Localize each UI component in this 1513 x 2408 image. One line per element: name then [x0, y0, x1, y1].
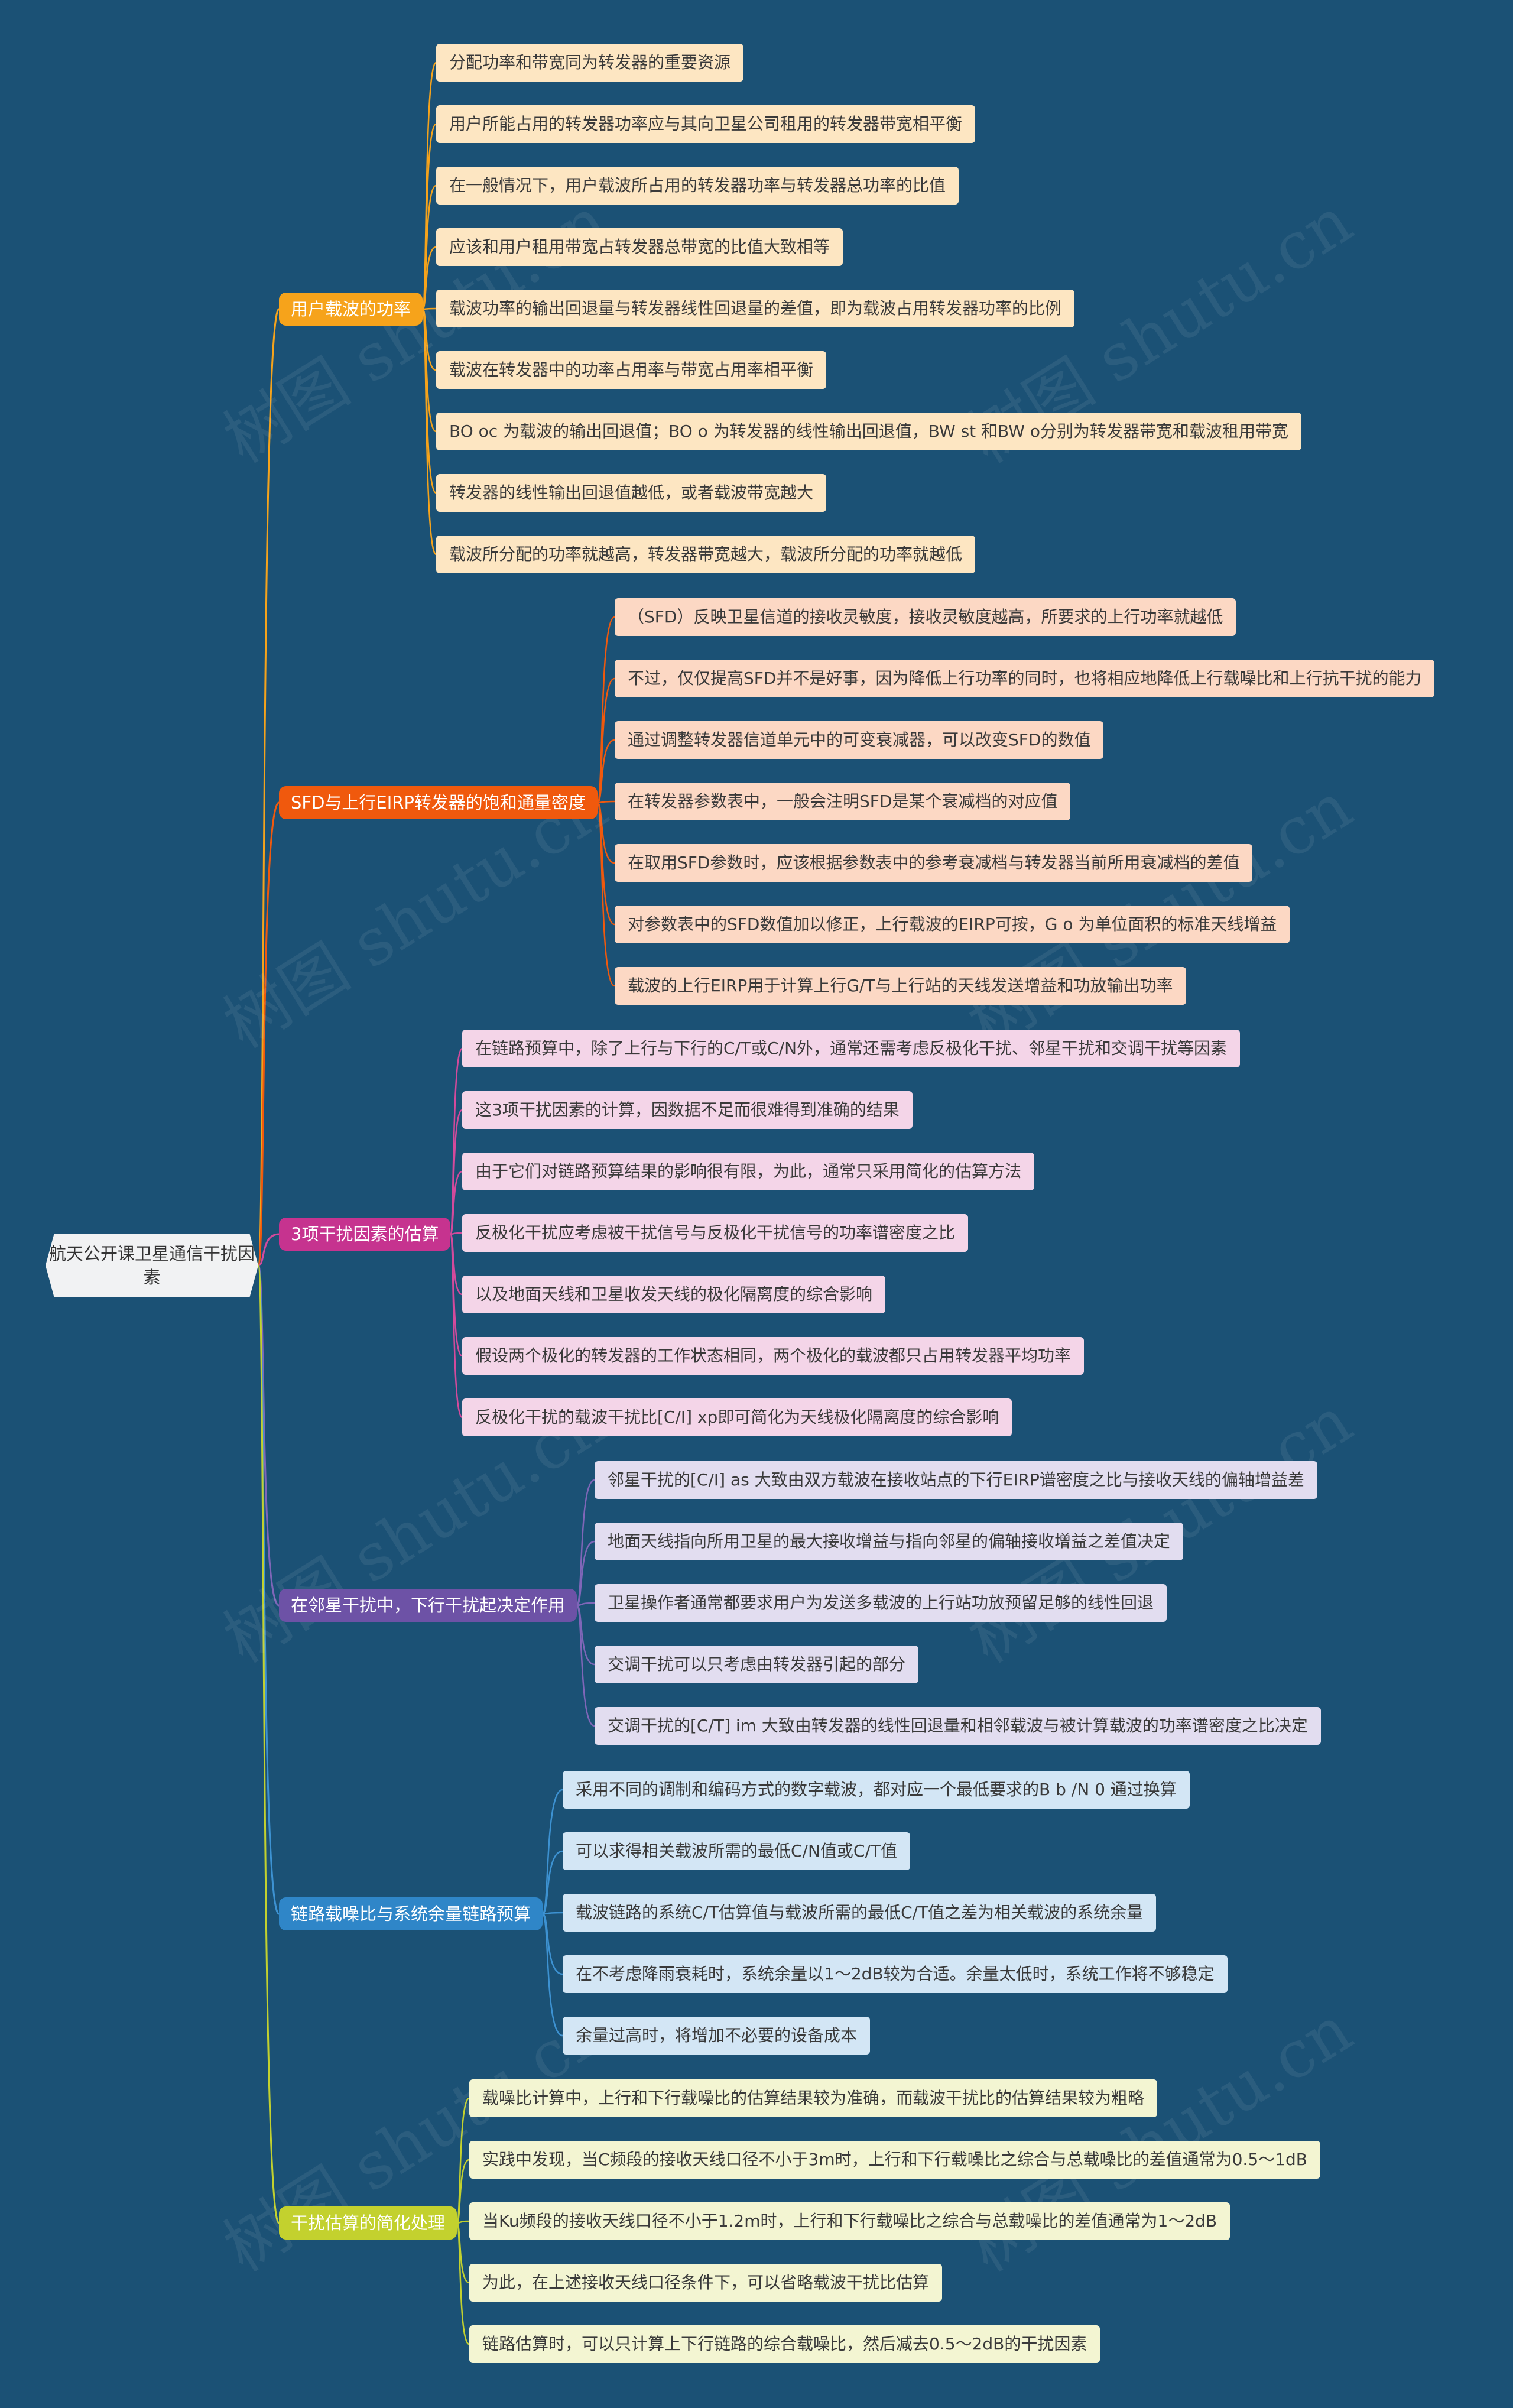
- branch-label: 用户载波的功率: [291, 299, 411, 319]
- leaf-node[interactable]: 交调干扰的[C/T] im 大致由转发器的线性回退量和相邻载波与被计算载波的功率…: [595, 1707, 1321, 1745]
- leaf-node[interactable]: 这3项干扰因素的计算，因数据不足而很难得到准确的结果: [462, 1091, 913, 1129]
- leaf-node[interactable]: 转发器的线性输出回退值越低，或者载波带宽越大: [436, 474, 827, 512]
- root-topic[interactable]: 航天公开课卫星通信干扰因素: [46, 1234, 258, 1297]
- root-topic-label: 航天公开课卫星通信干扰因素: [48, 1244, 255, 1287]
- connector-line: [456, 2159, 470, 2224]
- connector-line: [258, 1233, 280, 1267]
- leaf-node[interactable]: 交调干扰可以只考虑由转发器引起的部分: [595, 1646, 919, 1683]
- leaf-node[interactable]: 在链路预算中，除了上行与下行的C/T或C/N外，通常还需考虑反极化干扰、邻星干扰…: [462, 1030, 1241, 1067]
- leaf-node[interactable]: 可以求得相关载波所需的最低C/N值或C/T值: [563, 1832, 911, 1870]
- leaf-node[interactable]: 载噪比计算中，上行和下行载噪比的估算结果较为准确，而载波干扰比的估算结果较为粗略: [469, 2079, 1158, 2117]
- branch-label: 在邻星干扰中，下行干扰起决定作用: [291, 1595, 566, 1615]
- connector-line: [596, 739, 615, 804]
- leaf-node[interactable]: 卫星操作者通常都要求用户为发送多载波的上行站功放预留足够的线性回退: [595, 1584, 1167, 1622]
- leaf-node[interactable]: 在转发器参数表中，一般会注明SFD是某个衰减档的对应值: [615, 783, 1071, 820]
- branch-sfd-uplink-eirp[interactable]: SFD与上行EIRP转发器的饱和通量密度: [279, 786, 598, 819]
- leaf-node[interactable]: 假设两个极化的转发器的工作状态相同，两个极化的载波都只占用转发器平均功率: [462, 1337, 1085, 1375]
- leaf-node[interactable]: 在一般情况下，用户载波所占用的转发器功率与转发器总功率的比值: [436, 167, 959, 205]
- leaf-node[interactable]: 邻星干扰的[C/I] as 大致由双方载波在接收站点的下行EIRP谱密度之比与接…: [595, 1461, 1317, 1499]
- leaf-node[interactable]: 为此，在上述接收天线口径条件下，可以省略载波干扰比估算: [469, 2264, 943, 2302]
- leaf-node[interactable]: 当Ku频段的接收天线口径不小于1.2m时，上行和下行载噪比之综合与总载噪比的差值…: [469, 2202, 1230, 2240]
- leaf-node[interactable]: （SFD）反映卫星信道的接收灵敏度，接收灵敏度越高，所要求的上行功率就越低: [615, 598, 1236, 636]
- leaf-node[interactable]: 载波的上行EIRP用于计算上行G/T与上行站的天线发送增益和功放输出功率: [615, 967, 1186, 1005]
- leaf-node[interactable]: 反极化干扰的载波干扰比[C/I] xp即可简化为天线极化隔离度的综合影响: [462, 1398, 1012, 1436]
- leaf-node[interactable]: 载波链路的系统C/T估算值与载波所需的最低C/T值之差为相关载波的系统余量: [563, 1894, 1157, 1932]
- connector-line: [421, 246, 437, 310]
- connector-line: [450, 1232, 463, 1235]
- connector-line: [257, 801, 280, 1267]
- leaf-node[interactable]: 实践中发现，当C频段的接收天线口径不小于3m时，上行和下行载噪比之综合与总载噪比…: [469, 2141, 1320, 2179]
- connector-line: [542, 1850, 563, 1915]
- connector-line: [421, 308, 437, 556]
- leaf-node[interactable]: 应该和用户租用带宽占转发器总带宽的比值大致相等: [436, 228, 843, 266]
- leaf-node[interactable]: 分配功率和带宽同为转发器的重要资源: [436, 44, 744, 82]
- connector-line: [596, 801, 615, 987]
- connector-line: [257, 308, 280, 1267]
- leaf-node[interactable]: 地面天线指向所用卫星的最大接收增益与指向邻星的偏轴接收增益之差值决定: [595, 1523, 1184, 1560]
- leaf-node[interactable]: 由于它们对链路预算结果的影响很有限，为此，通常只采用简化的估算方法: [462, 1153, 1035, 1190]
- leaf-node[interactable]: 通过调整转发器信道单元中的可变衰减器，可以改变SFD的数值: [615, 721, 1104, 759]
- connector-line: [456, 2220, 470, 2224]
- leaf-node[interactable]: 用户所能占用的转发器功率应与其向卫星公司租用的转发器带宽相平衡: [436, 105, 976, 143]
- leaf-node[interactable]: 以及地面天线和卫星收发天线的极化隔离度的综合影响: [462, 1276, 886, 1313]
- leaf-node[interactable]: 在取用SFD参数时，应该根据参数表中的参考衰减档与转发器当前所用衰减档的差值: [615, 844, 1253, 882]
- branch-label: 3项干扰因素的估算: [291, 1224, 439, 1244]
- branch-link-cn-system-margin[interactable]: 链路载噪比与系统余量链路预算: [279, 1897, 543, 1930]
- leaf-node[interactable]: 反极化干扰应考虑被干扰信号与反极化干扰信号的功率谱密度之比: [462, 1214, 969, 1252]
- branch-simplified-interference-estimate[interactable]: 干扰估算的简化处理: [279, 2206, 457, 2240]
- leaf-node[interactable]: 链路估算时，可以只计算上下行链路的综合载噪比，然后减去0.5～2dB的干扰因素: [469, 2325, 1100, 2363]
- leaf-node[interactable]: 载波所分配的功率就越高，转发器带宽越大，载波所分配的功率就越低: [436, 536, 976, 573]
- connector-line: [257, 1264, 280, 2224]
- connector-line: [542, 1912, 563, 1915]
- branch-label: 干扰估算的简化处理: [291, 2213, 446, 2233]
- connector-line: [597, 800, 615, 804]
- leaf-node[interactable]: 余量过高时，将增加不必要的设备成本: [563, 2017, 871, 2055]
- branch-adjacent-satellite-interference[interactable]: 在邻星干扰中，下行干扰起决定作用: [279, 1589, 577, 1622]
- connector-line: [576, 1604, 595, 1727]
- leaf-node[interactable]: BO oc 为载波的输出回退值；BO o 为转发器的线性输出回退值，BW st …: [436, 413, 1301, 450]
- connector-line: [576, 1602, 595, 1607]
- branch-label: 链路载噪比与系统余量链路预算: [291, 1904, 531, 1924]
- connector-line: [576, 1540, 595, 1607]
- leaf-node[interactable]: 载波功率的输出回退量与转发器线性回退量的差值，即为载波占用转发器功率的比例: [436, 290, 1075, 327]
- branch-three-interference-estimates[interactable]: 3项干扰因素的估算: [279, 1218, 451, 1251]
- connector-line: [456, 2222, 470, 2345]
- connector-line: [596, 616, 615, 804]
- connector-line: [449, 1170, 463, 1235]
- leaf-node[interactable]: 采用不同的调制和编码方式的数字载波，都对应一个最低要求的B b /N 0 通过换…: [563, 1771, 1190, 1809]
- leaf-node[interactable]: 不过，仅仅提高SFD并不是好事，因为降低上行功率的同时，也将相应地降低上行载噪比…: [615, 660, 1435, 697]
- connector-line: [449, 1233, 463, 1419]
- leaf-node[interactable]: 在不考虑降雨衰耗时，系统余量以1～2dB较为合适。余量太低时，系统工作将不够稳定: [563, 1955, 1228, 1993]
- branch-label: SFD与上行EIRP转发器的饱和通量密度: [291, 793, 586, 813]
- leaf-node[interactable]: 对参数表中的SFD数值加以修正，上行载波的EIRP可按，G o 为单位面积的标准…: [615, 906, 1290, 943]
- branch-user-carrier-power[interactable]: 用户载波的功率: [279, 293, 423, 326]
- leaf-node[interactable]: 载波在转发器中的功率占用率与带宽占用率相平衡: [436, 351, 827, 389]
- connector-line: [541, 1913, 563, 2037]
